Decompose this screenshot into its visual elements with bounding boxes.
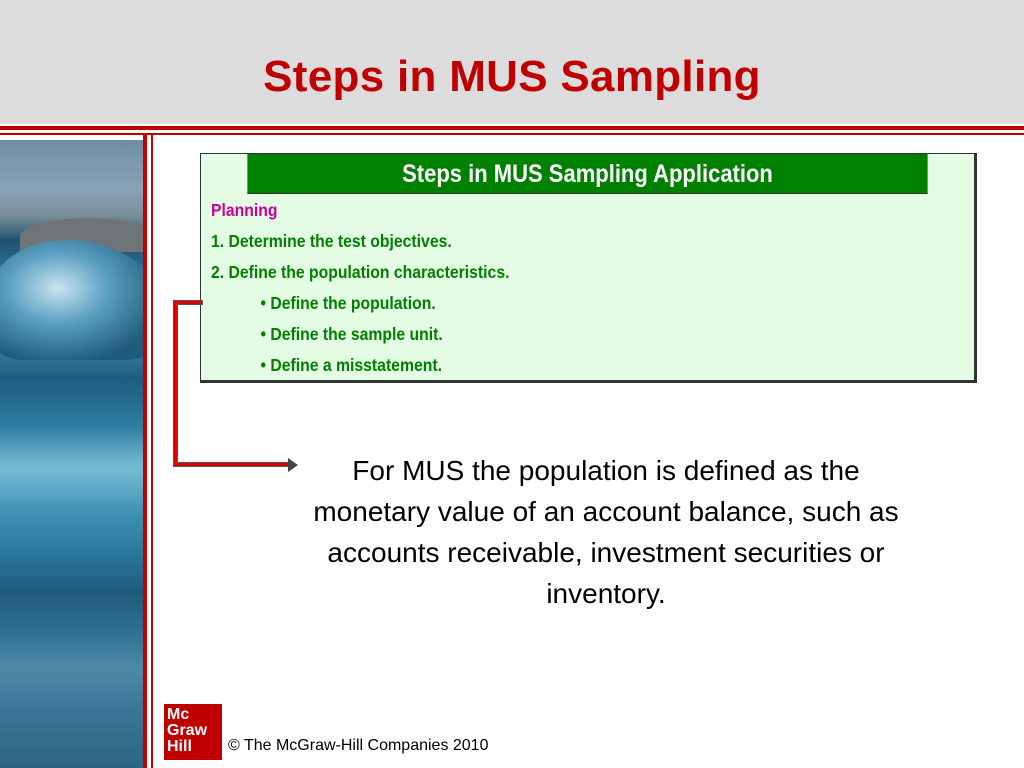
table-row-planning: Planning <box>211 200 278 220</box>
table-body: Planning 1. Determine the test objective… <box>201 194 974 386</box>
copyright-notice: © The McGraw-Hill Companies 2010 <box>228 737 489 754</box>
steps-table: Steps in MUS Sampling Application Planni… <box>200 153 977 383</box>
arrow-right-icon <box>288 458 298 472</box>
iceberg-shape <box>0 240 143 360</box>
side-divider <box>143 135 147 768</box>
slide-title: Steps in MUS Sampling <box>263 52 761 101</box>
ice-glow <box>0 430 143 510</box>
connector-bottom <box>173 462 291 467</box>
connector-vertical <box>173 300 178 466</box>
logo-line-1: Mc <box>167 706 190 723</box>
table-header: Steps in MUS Sampling Application <box>247 154 928 194</box>
side-divider-thin <box>151 135 153 768</box>
title-divider-thin <box>0 133 1024 135</box>
title-divider <box>0 126 1024 130</box>
logo-line-2: Graw <box>167 722 208 739</box>
table-row-step-1: 1. Determine the test objectives. <box>211 231 452 251</box>
callout-text: For MUS the population is defined as the… <box>313 455 899 609</box>
title-band <box>0 0 1024 124</box>
table-row-bullet-population: • Define the population. <box>260 293 436 313</box>
table-row-step-2: 2. Define the population characteristics… <box>211 262 510 282</box>
mcgraw-hill-logo: Mc Graw Hill <box>164 704 222 760</box>
table-row-bullet-misstatement: • Define a misstatement. <box>260 355 442 375</box>
iceberg-photo <box>0 140 143 768</box>
table-row-bullet-sample-unit: • Define the sample unit. <box>260 324 443 344</box>
logo-line-3: Hill <box>167 738 192 755</box>
